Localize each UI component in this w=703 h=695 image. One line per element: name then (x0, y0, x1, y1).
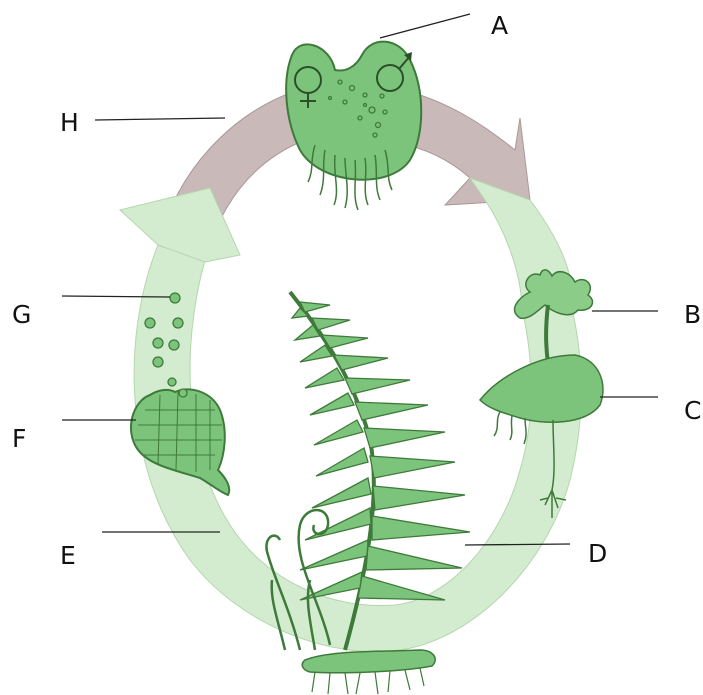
fern-rhizome (302, 650, 435, 673)
leader-line-d (465, 544, 570, 545)
label-a: A (491, 13, 508, 38)
label-g: G (12, 302, 31, 327)
label-h: H (60, 110, 79, 135)
label-f: F (12, 426, 26, 451)
old-prothallus-base (480, 355, 603, 422)
label-d: D (588, 541, 607, 566)
prothallus-body (286, 42, 421, 180)
label-b: B (684, 302, 701, 327)
prothallus-gametophyte (286, 42, 421, 210)
label-c: C (684, 398, 701, 423)
fern-pinnae (292, 302, 470, 600)
leader-line-h (95, 118, 225, 120)
leader-line-a (380, 14, 470, 38)
label-e: E (60, 543, 76, 568)
